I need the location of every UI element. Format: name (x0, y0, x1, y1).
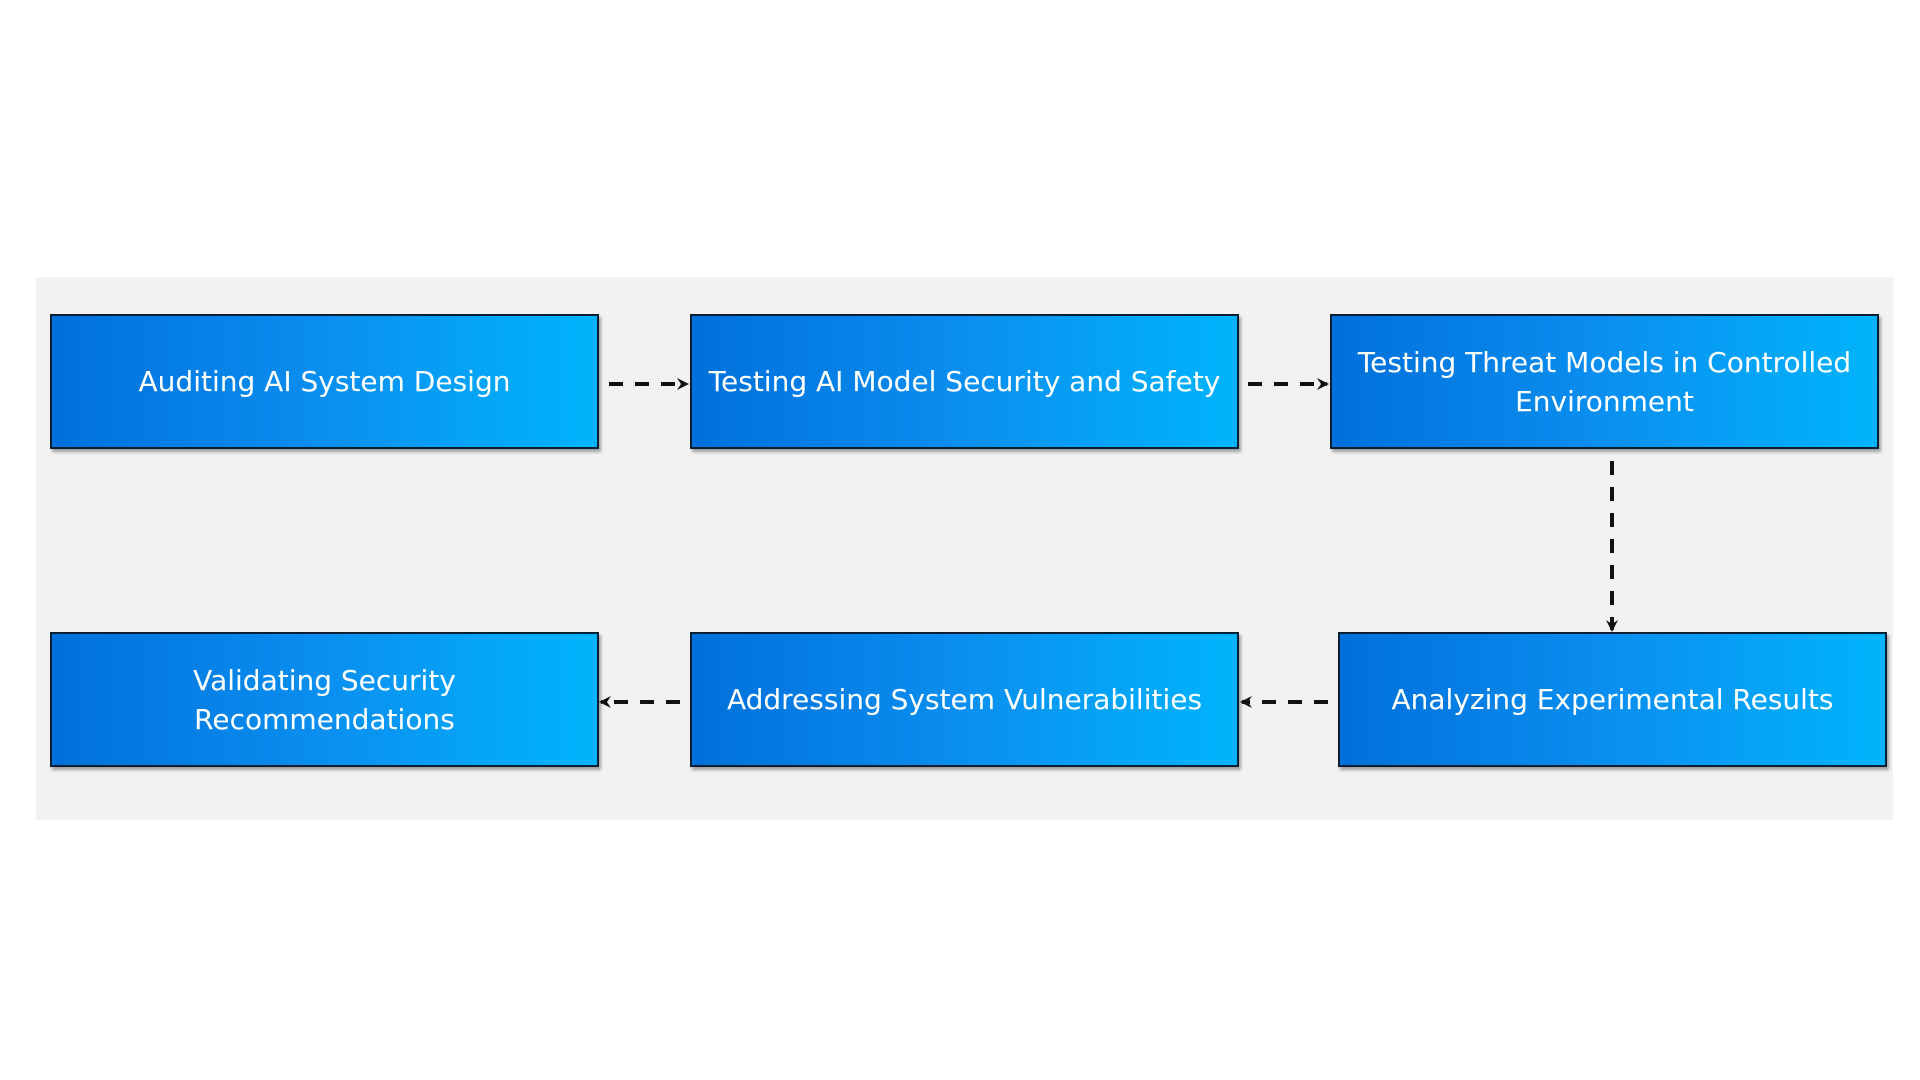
step-validating-security-recommendations: Validating Security Recommendations (50, 632, 599, 767)
step-testing-threat-models: Testing Threat Models in Controlled Envi… (1330, 314, 1879, 449)
step-label: Auditing AI System Design (138, 365, 511, 398)
step-analyzing-experimental-results: Analyzing Experimental Results (1338, 632, 1887, 767)
step-label: Testing Threat Models in Controlled Envi… (1357, 345, 1852, 418)
step-testing-ai-model-security: Testing AI Model Security and Safety (690, 314, 1239, 449)
step-addressing-system-vulnerabilities: Addressing System Vulnerabilities (690, 632, 1239, 767)
step-label: Testing AI Model Security and Safety (708, 365, 1221, 398)
step-label: Addressing System Vulnerabilities (726, 683, 1203, 716)
step-label: Analyzing Experimental Results (1391, 683, 1834, 716)
step-auditing-ai-system-design: Auditing AI System Design (50, 314, 599, 449)
step-label: Validating Security Recommendations (193, 663, 456, 736)
